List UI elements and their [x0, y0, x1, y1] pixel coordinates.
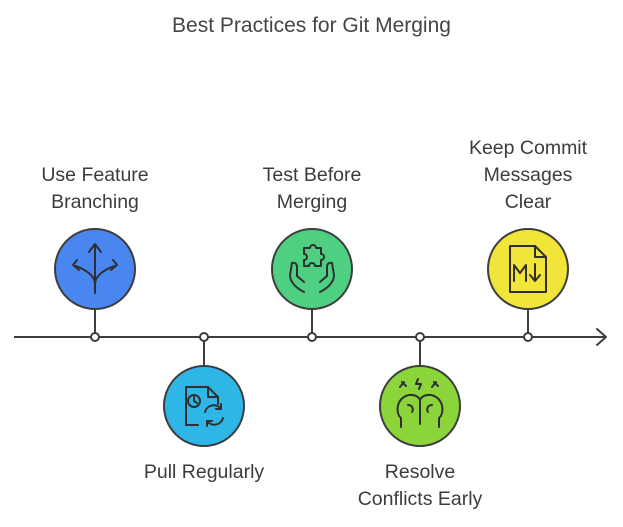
step-3-label: Test Before Merging	[262, 164, 362, 213]
step-2-circle	[163, 365, 245, 447]
sync-document-icon	[185, 386, 224, 427]
step-3-badge	[271, 228, 353, 310]
step-1-badge	[54, 228, 136, 310]
timeline-node-5	[523, 332, 533, 342]
step-4-badge	[379, 365, 461, 447]
timeline-node-4	[415, 332, 425, 342]
timeline-node-1	[90, 332, 100, 342]
timeline-arrowhead	[596, 328, 607, 346]
diagram-title: Best Practices for Git Merging	[172, 14, 451, 37]
stressed-head-icon	[396, 378, 444, 428]
timeline-node-2	[199, 332, 209, 342]
timeline-node-3	[307, 332, 317, 342]
markdown-file-icon	[509, 245, 547, 293]
step-5-badge	[487, 228, 569, 310]
step-2-label: Pull Regularly	[143, 461, 265, 483]
step-4-label: Resolve Conflicts Early	[357, 461, 483, 510]
branching-arrows-icon	[72, 243, 118, 294]
step-5-circle	[487, 228, 569, 310]
step-2-badge	[163, 365, 245, 447]
step-1-label: Use Feature Branching	[41, 164, 149, 213]
puzzle-hands-icon	[289, 244, 335, 293]
step-5-label: Keep Commit Messages Clear	[468, 137, 588, 213]
step-3-circle	[271, 228, 353, 310]
